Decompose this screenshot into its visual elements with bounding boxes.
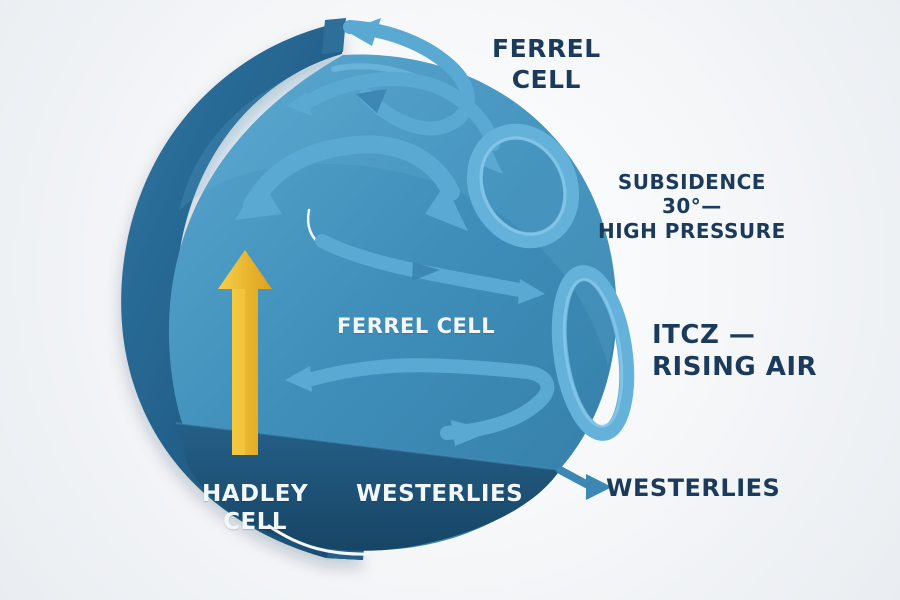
label-westerlies-right: WESTERLIES (606, 474, 781, 502)
label-ferrel-cell-center: FERREL CELL (337, 314, 496, 338)
up-arrow-icon (218, 250, 272, 455)
label-hadley-cell: HADLEY CELL (202, 481, 309, 536)
ferrel-flow-arrows (285, 234, 555, 446)
label-westerlies-disc: WESTERLIES (356, 481, 524, 507)
label-ferrel-cell-top: FERREL CELL (492, 34, 601, 94)
label-itcz-rising-air: ITCZ — RISING AIR (652, 320, 818, 382)
hadley-boundary-curve (267, 524, 371, 556)
label-subsidence-high-pressure: SUBSIDENCE 30°— HIGH PRESSURE (598, 170, 786, 243)
middle-top-loop (286, 72, 503, 174)
subsidence-ring (466, 123, 580, 249)
itcz-ring (551, 265, 635, 441)
